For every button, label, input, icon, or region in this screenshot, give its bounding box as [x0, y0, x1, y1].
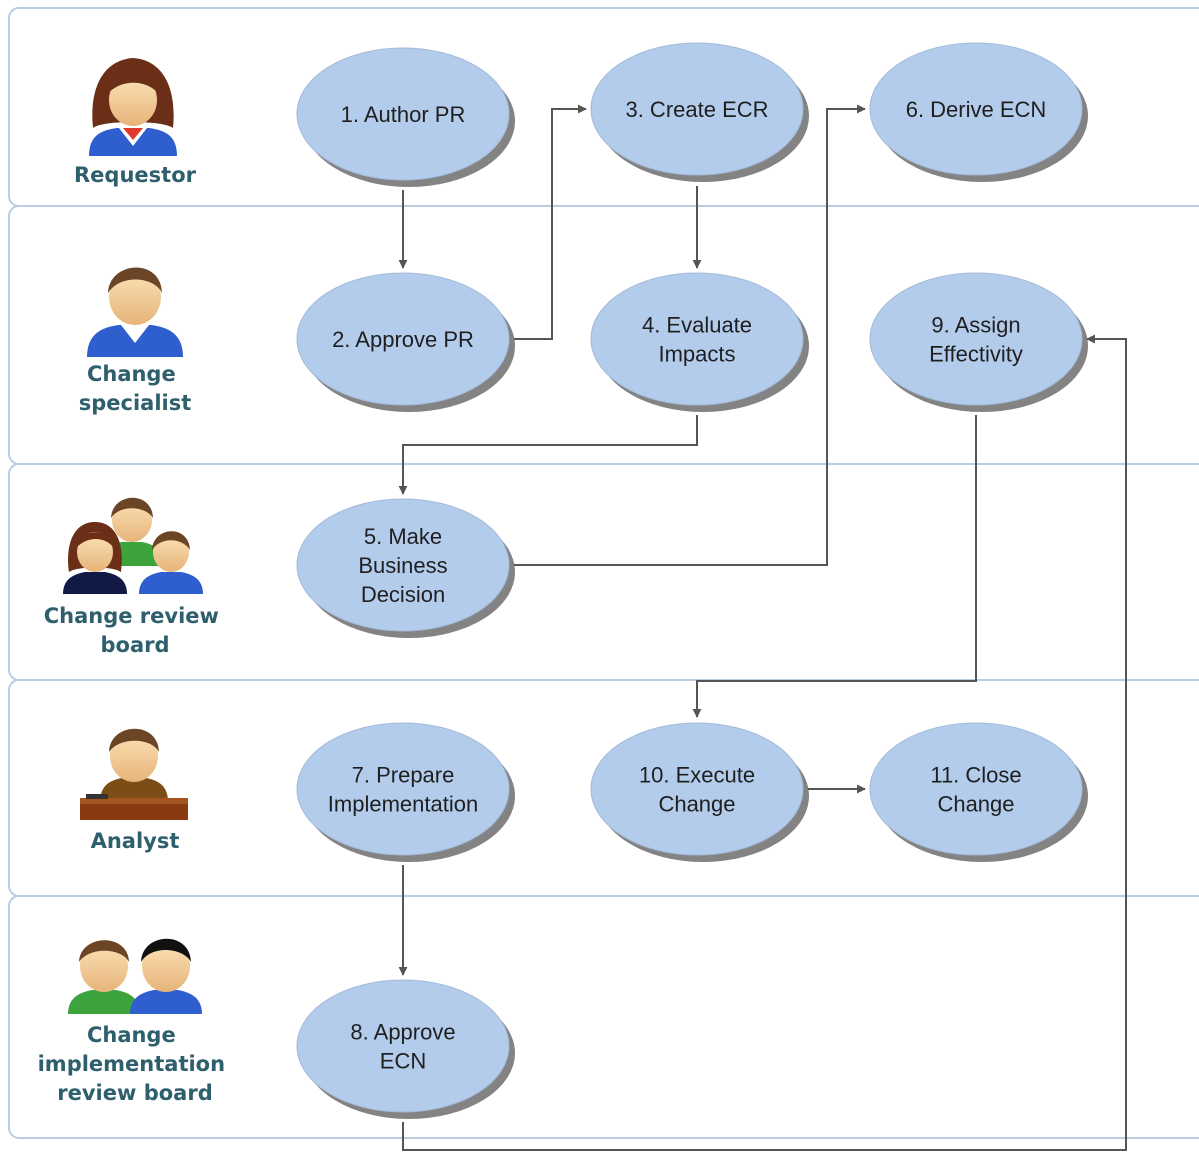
analyst-at-desk-icon [80, 728, 188, 820]
process-step-shape[interactable] [590, 722, 804, 856]
lane-label-change-implementation-review-board: Change implementation review board [38, 1023, 233, 1105]
process-step-label-line: Business [358, 553, 447, 578]
connector-n2-n3 [514, 104, 587, 340]
process-step-label: 2. Approve PR [332, 327, 474, 352]
process-step-shape[interactable] [296, 498, 510, 632]
process-step-label-line: 9. Assign [931, 313, 1020, 338]
process-step-n3[interactable]: 3. Create ECR [590, 42, 809, 182]
process-step-shape[interactable] [590, 272, 804, 406]
process-step-n1[interactable]: 1. Author PR [296, 47, 515, 187]
process-step-shape[interactable] [296, 47, 510, 181]
process-step-label-line: 3. Create ECR [625, 97, 768, 122]
process-step-n2[interactable]: 2. Approve PR [296, 272, 515, 412]
process-step-label-line: 2. Approve PR [332, 327, 474, 352]
process-step-shape[interactable] [869, 722, 1083, 856]
swimlanes [8, 7, 1199, 1139]
lane-label-change-specialist: Change specialist [79, 362, 192, 415]
two-people-icon [68, 938, 202, 1014]
process-step-shape[interactable] [869, 42, 1083, 176]
connector-n9-n10 [692, 415, 977, 718]
process-step-label-line: 6. Derive ECN [906, 97, 1047, 122]
process-step-label-line: 4. Evaluate [642, 313, 752, 338]
lane-label-requestor: Requestor [74, 163, 197, 187]
lane-change-review-board [8, 463, 1199, 681]
lane-labels: Requestor Change specialist Change revie… [38, 163, 233, 1105]
process-step-label: 3. Create ECR [625, 97, 768, 122]
change-specialist-male-icon [87, 267, 183, 357]
process-step-shape[interactable] [869, 272, 1083, 406]
process-step-label-line: Effectivity [929, 342, 1023, 367]
process-step-label-line: Implementation [328, 792, 478, 817]
process-step-label: 6. Derive ECN [906, 97, 1047, 122]
process-step-label-line: Decision [361, 582, 445, 607]
process-step-label-line: 11. Close [930, 763, 1021, 788]
process-step-label-line: Change [658, 792, 735, 817]
connector-n5-n6 [514, 104, 866, 566]
process-step-shape[interactable] [590, 42, 804, 176]
process-step-shape[interactable] [296, 979, 510, 1113]
process-steps: 1. Author PR 3. Create ECR 6. Derive ECN 2.… [296, 42, 1088, 1119]
requestor-female-icon [89, 58, 177, 156]
process-step-label-line: 5. Make [364, 524, 442, 549]
group-of-three-people-icon [63, 497, 203, 594]
lane-label-analyst: Analyst [91, 829, 180, 853]
process-step-shape[interactable] [296, 272, 510, 406]
process-step-label-line: 7. Prepare [352, 763, 455, 788]
process-step-label-line: Change [937, 792, 1014, 817]
process-step-label-line: 10. Execute [639, 763, 755, 788]
process-step-n6[interactable]: 6. Derive ECN [869, 42, 1088, 182]
connectors [398, 104, 1127, 1151]
process-step-label-line: Impacts [658, 342, 735, 367]
process-step-label: 1. Author PR [341, 102, 466, 127]
connector-n8-n9 [402, 334, 1127, 1151]
connector-n4-n5 [398, 415, 698, 495]
process-step-shape[interactable] [296, 722, 510, 856]
process-step-label-line: 1. Author PR [341, 102, 466, 127]
process-step-label-line: ECN [380, 1049, 426, 1074]
lane-change-implementation-review-board [8, 895, 1199, 1139]
lane-label-change-review-board: Change review board [44, 604, 227, 657]
process-step-label-line: 8. Approve [350, 1020, 455, 1045]
